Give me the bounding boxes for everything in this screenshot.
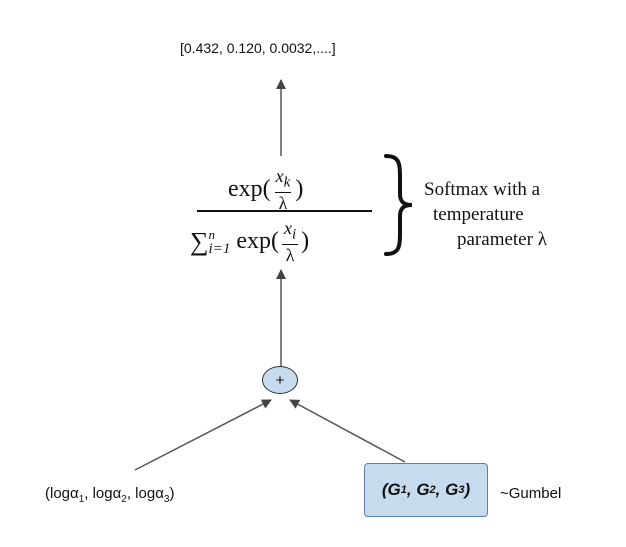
curly-brace-icon [384, 154, 413, 256]
denominator-exp: exp( [236, 228, 279, 255]
alpha-sub-1: 1 [78, 494, 85, 505]
denominator-lambda: λ [281, 243, 299, 265]
log-alpha-inputs: (logα1, logα2, logα3) [45, 485, 174, 505]
alpha-1: α [70, 485, 79, 502]
softmax-label-line-2: temperature [433, 204, 524, 225]
gumbel-close: ) [464, 480, 471, 499]
formula-numerator: exp( xk λ ) [228, 167, 303, 213]
arrow-gumbel-to-plus [289, 399, 406, 463]
numerator-subscript-k: k [283, 174, 291, 191]
formula-denominator: ∑ n i=1 exp( xi λ ) [190, 219, 309, 265]
summation-sigma: ∑ [190, 226, 209, 256]
gumbel-sub-3: 3 [458, 484, 465, 496]
numerator-close-paren: ) [295, 176, 304, 203]
alpha-2: α [112, 485, 122, 502]
gumbel-sep-2: , G [406, 480, 430, 499]
denominator-close-paren: ) [301, 228, 310, 255]
logits-sep-2: , log [126, 485, 156, 502]
softmax-label-line-3: parameter λ [457, 229, 547, 250]
sum-upper-limit: n [208, 226, 216, 242]
denominator-x: x [284, 218, 292, 238]
output-probability-vector: [0.432, 0.120, 0.0032,....] [180, 40, 336, 56]
softmax-label-line-1: Softmax with a [424, 179, 541, 200]
denominator-fraction: xi λ [281, 219, 299, 265]
fraction-bar [197, 210, 372, 212]
alpha-sub-2: 2 [121, 494, 127, 505]
logits-sep-1: , log [84, 485, 113, 502]
alpha-sub-3: 3 [163, 494, 170, 505]
gumbel-sub-1: 1 [400, 484, 407, 496]
gumbel-open: (G [381, 480, 401, 499]
numerator-fraction: xk λ [273, 167, 294, 213]
gumbel-sub-2: 2 [429, 484, 436, 496]
numerator-x: x [275, 166, 284, 186]
softmax-formula: exp( xk λ ) ∑ n i=1 exp( xi λ ) [190, 155, 372, 265]
logits-close: ) [169, 485, 175, 502]
gumbel-distribution-label: ~Gumbel [500, 485, 562, 502]
logits-open: (log [45, 485, 71, 502]
denominator-subscript-i: i [292, 226, 297, 243]
arrow-logits-to-plus [134, 399, 272, 471]
plus-icon: + [275, 371, 285, 389]
plus-node: + [262, 366, 298, 394]
numerator-exp: exp( [228, 176, 271, 203]
sum-lower-limit: i=1 [208, 240, 231, 257]
numerator-lambda: λ [274, 191, 292, 213]
alpha-3: α [155, 485, 164, 502]
gumbel-sep-3: , G [435, 480, 459, 499]
